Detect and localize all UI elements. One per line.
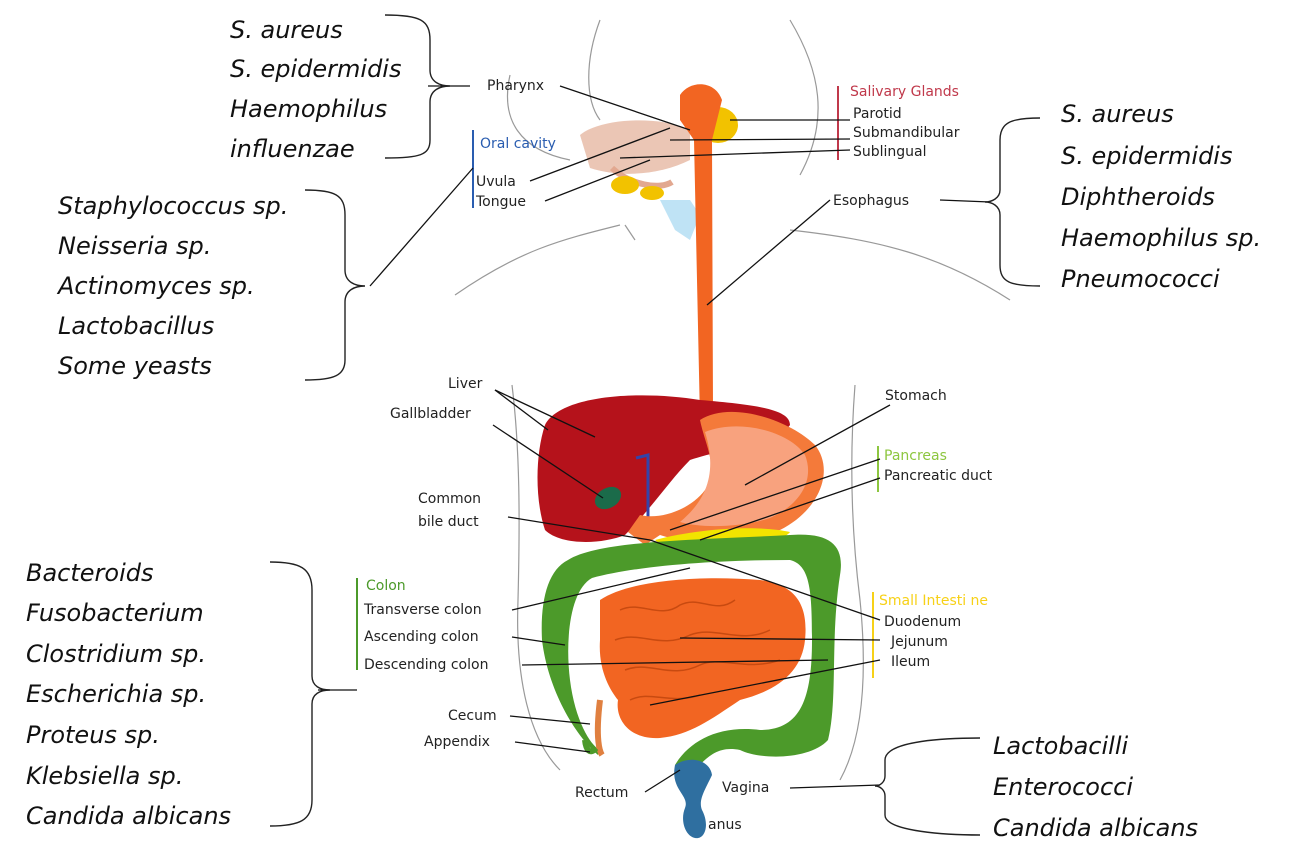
flora-oral-item: Actinomyces sp. [56,272,255,300]
label-appendix: Appendix [424,734,490,750]
flora-colon-item: Candida albicans [26,802,231,830]
rectum-shape [674,760,712,838]
flora-esophagus-item: Pneumococci [1061,265,1220,293]
flora-vagina-item: Enterococci [993,773,1133,801]
flora-oral: Staphylococcus sp. Neisseria sp. Actinom… [56,192,288,380]
label-ascending-colon: Ascending colon [364,629,479,645]
label-parotid: Parotid [853,106,902,122]
label-salivary-glands: Salivary Glands [850,84,959,100]
flora-oral-item: Neisseria sp. [58,232,211,260]
flora-colon-item: Proteus sp. [26,721,160,749]
flora-vagina-item: Candida albicans [993,814,1198,842]
label-transverse-colon: Transverse colon [363,602,482,618]
flora-pharynx-item: S. aureus [230,16,343,44]
label-cecum: Cecum [448,708,497,724]
label-tongue: Tongue [475,194,526,210]
flora-esophagus-item: Haemophilus sp. [1061,224,1261,252]
flora-esophagus-item: S. aureus [1061,100,1174,128]
flora-colon-item: Klebsiella sp. [26,762,183,790]
label-stomach: Stomach [885,388,947,404]
label-sublingual: Sublingual [853,144,927,160]
small-intestine-shape [600,578,806,738]
label-duodenum: Duodenum [884,614,961,630]
flora-esophagus-item: S. epidermidis [1061,142,1232,170]
flora-colon-item: Fusobacterium [26,599,204,627]
label-vagina: Vagina [722,780,769,796]
flora-oral-item: Lactobacillus [58,312,214,340]
flora-vagina-item: Lactobacilli [993,732,1129,760]
flora-pharynx-item: S. epidermidis [230,55,401,83]
label-rectum: Rectum [575,785,628,801]
flora-colon-item: Escherichia sp. [26,680,206,708]
label-jejunum: Jejunum [890,634,948,650]
flora-esophagus-item: Diphtheroids [1061,183,1215,211]
label-ileum: Ileum [891,654,930,670]
flora-esophagus: S. aureus S. epidermidis Diphtheroids Ha… [1061,100,1261,293]
label-uvula: Uvula [476,174,516,190]
flora-vagina: Lactobacilli Enterococci Candida albican… [993,732,1198,842]
label-pancreas: Pancreas [884,448,947,464]
flora-colon-item: Clostridium sp. [26,640,206,668]
label-oral-cavity: Oral cavity [480,136,556,152]
flora-pharynx-item: Haemophilus [230,95,387,123]
flora-colon: Bacteroids Fusobacterium Clostridium sp.… [26,559,231,830]
label-liver: Liver [448,376,483,392]
label-esophagus: Esophagus [833,193,909,209]
label-anus: anus [708,817,742,833]
flora-oral-item: Some yeasts [58,352,212,380]
flora-pharynx: S. aureus S. epidermidis Haemophilus inf… [230,16,401,163]
label-small-intestine: Small Intesti ne [879,593,988,609]
label-pharynx: Pharynx [487,78,544,94]
flora-oral-item: Staphylococcus sp. [58,192,288,220]
label-submandibular: Submandibular [853,125,960,141]
label-pancreatic-duct: Pancreatic duct [884,468,993,484]
label-gallbladder: Gallbladder [390,406,471,422]
label-common: Common [418,491,481,507]
flora-pharynx-item: influenzae [230,135,355,163]
label-colon: Colon [366,578,406,594]
label-bile-duct: bile duct [418,514,479,530]
label-descending-colon: Descending colon [364,657,488,673]
flora-colon-item: Bacteroids [26,559,154,587]
